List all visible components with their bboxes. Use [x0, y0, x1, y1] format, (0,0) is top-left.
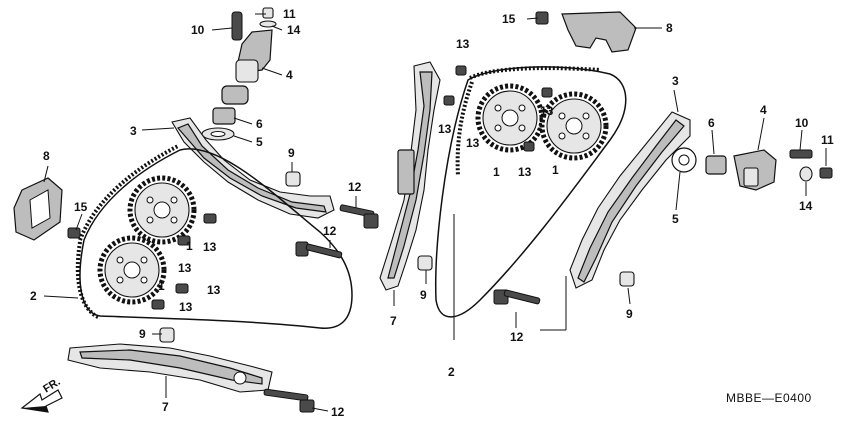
callout-1: 1 [158, 279, 165, 293]
callout-12: 12 [348, 180, 362, 194]
callout-13: 13 [438, 122, 452, 136]
left-tensioner-arm-3 [171, 117, 335, 219]
callout-3: 3 [672, 74, 679, 88]
left-sprocket-bolts-13 [151, 213, 217, 310]
callout-1: 1 [186, 239, 193, 253]
callout-14: 14 [799, 199, 813, 213]
callout-5: 5 [256, 135, 263, 149]
sealing-bolt-11 [262, 7, 274, 19]
callout-2: 2 [448, 365, 455, 379]
tensioner-gasket-6 [212, 107, 236, 125]
callout-10: 10 [795, 116, 809, 130]
pivot-collar-9 [285, 171, 301, 187]
callout-13: 13 [179, 300, 193, 314]
tensioner-body [235, 59, 259, 83]
left-upper-cam-sprocket-1 [127, 175, 197, 245]
sealing-bolt-11-right [819, 167, 833, 179]
callout-5: 5 [672, 212, 679, 226]
callout-11: 11 [283, 7, 296, 21]
tensioner-bolt-10 [231, 11, 243, 41]
callout-7: 7 [162, 400, 169, 414]
callout-9: 9 [626, 307, 633, 321]
diagram-code: MBBE—E0400 [726, 391, 812, 405]
callout-15: 15 [74, 200, 88, 214]
left-lower-cam-sprocket-1 [97, 235, 167, 305]
left-cam-chain-2 [79, 148, 353, 329]
tensioner-plunger [221, 85, 249, 105]
right-sprocket-bolts-13 [443, 65, 553, 152]
right-left-cam-sprocket-1 [475, 83, 545, 153]
callout-12: 12 [510, 330, 524, 344]
callout-9: 9 [288, 146, 295, 160]
callout-4: 4 [286, 68, 293, 82]
tensioner-gasket-6-right [705, 155, 727, 175]
callout-4: 4 [760, 103, 767, 117]
callout-13: 13 [178, 261, 192, 275]
callout-6: 6 [708, 116, 715, 130]
front-direction-arrow [20, 389, 63, 413]
top-left-tensioner-assembly [201, 7, 277, 141]
callout-13: 13 [203, 240, 217, 254]
callout-12: 12 [331, 405, 345, 419]
callout-11: 11 [821, 133, 834, 147]
right-chain-guide-bracket-8 [561, 11, 637, 53]
callout-13: 13 [456, 37, 470, 51]
right-tensioner-assembly [705, 149, 833, 191]
callout-15: 15 [502, 12, 516, 26]
middle-guide-bolts-12 [295, 204, 379, 259]
guide-collar-9 [159, 327, 175, 343]
callout-6: 6 [256, 117, 263, 131]
washer-14 [259, 20, 277, 28]
bracket-bolt-15 [67, 227, 81, 239]
guide-bolt-12-bottom [263, 388, 315, 413]
callout-8: 8 [43, 149, 50, 163]
callout-7: 7 [390, 314, 397, 328]
right-collar-9 [619, 271, 635, 287]
callout-14: 14 [287, 23, 301, 37]
leader-lines [43, 13, 827, 412]
callout-10: 10 [191, 23, 205, 37]
callout-1: 1 [552, 163, 559, 177]
callout-2: 2 [30, 289, 37, 303]
callout-1: 1 [493, 165, 500, 179]
right-right-cam-sprocket-1 [539, 91, 609, 161]
callout-12: 12 [323, 224, 337, 238]
callout-8: 8 [666, 21, 673, 35]
callout-labels: 10 11 14 4 6 5 3 9 8 15 13 1 13 1 13 13 … [30, 7, 834, 419]
callout-9: 9 [139, 327, 146, 341]
callout-3: 3 [130, 124, 137, 138]
callout-13: 13 [466, 136, 480, 150]
middle-collar-9 [417, 255, 433, 271]
callout-9: 9 [420, 288, 427, 302]
tensioner-bolt-10-right [789, 149, 813, 159]
guide-bolt-12-right [493, 289, 541, 305]
callout-13: 13 [207, 283, 221, 297]
callout-13: 13 [540, 104, 554, 118]
washer-14-right [799, 166, 813, 182]
callout-13: 13 [518, 165, 532, 179]
